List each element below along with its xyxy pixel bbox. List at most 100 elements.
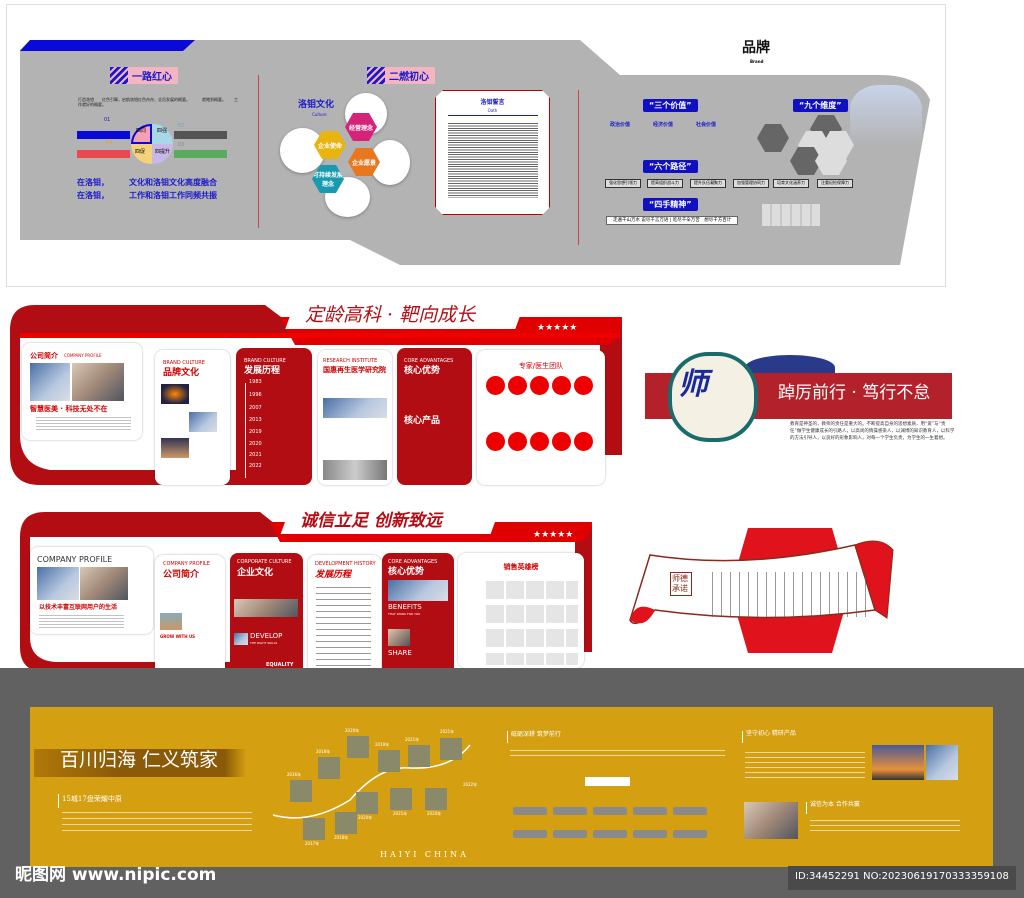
share-label: SHARE	[388, 649, 412, 657]
timeline-photo	[425, 788, 447, 810]
haiyi-china-label: HAIYI CHINA	[380, 850, 469, 859]
wheel-bar-3	[174, 150, 227, 158]
card-heading-en: BRAND CULTURE	[244, 358, 286, 364]
org-chart-head	[585, 777, 630, 786]
card-heading-en: COMPANY PROFILE	[64, 353, 102, 358]
oath-title: 洛钼誓言	[480, 99, 505, 106]
wheel-bar-4	[77, 150, 130, 158]
value-political: 政治价值	[610, 122, 631, 128]
id-box	[788, 866, 1016, 890]
culture-title: 洛钼文化	[298, 100, 335, 110]
year: 1996	[249, 392, 262, 398]
card-heading-en: BRAND CULTURE	[163, 360, 205, 366]
oath-text	[448, 123, 538, 198]
timeline-photo	[347, 736, 369, 758]
gold-subtitle: 15城17盘荣耀中原	[62, 795, 122, 803]
card-heading-en: COMPANY PROFILE	[163, 561, 210, 567]
timeline-photo	[356, 792, 378, 814]
year: 2013	[249, 417, 262, 423]
slogan-2: 在洛钼， 工作和洛钼工作同频共振	[77, 191, 217, 200]
wheel-n1: 01	[104, 117, 111, 123]
three-values-heading: “三个价值”	[643, 99, 698, 113]
four-spirit-heading: “四手精神”	[643, 198, 698, 212]
body-text	[36, 417, 131, 431]
card-heading-en: CORE ADVANTAGES	[388, 559, 438, 565]
divider	[578, 90, 579, 245]
photo	[189, 412, 217, 432]
card-heading: 公司简介	[30, 352, 58, 360]
wheel-n3: 03	[178, 142, 185, 148]
timeline-year: 2016年	[287, 772, 302, 777]
research-institute-card: RESEARCH INSTITUTE 国惠再生医学研究院	[318, 350, 392, 485]
section-intro: 打造洛钼 红色引擎，启航洛钼红色舟舟，全员发展的概要。 就睹到概要。 工作就好的…	[78, 97, 238, 107]
hex-business-philosophy: 经营理念	[345, 113, 377, 141]
core-advantages-card: CORE ADVANTAGES 核心优势 BENEFITS THAT WORK …	[382, 553, 454, 680]
timeline-year: 2021年	[440, 729, 455, 734]
corporate-culture-card: CORPORATE CULTURE 企业文化 DEVELOP THE RIGHT…	[230, 553, 303, 680]
photo	[161, 438, 189, 458]
hex-vision: 企业愿景	[348, 148, 380, 176]
handshake-photo	[72, 363, 124, 401]
city-building-icon	[762, 204, 820, 226]
body-text	[39, 615, 124, 629]
timeline-year: 2020年	[358, 815, 373, 820]
shide-logo-text: 师	[678, 367, 708, 402]
scroll-text	[712, 572, 872, 617]
photo	[160, 613, 182, 630]
wheel-n4: 04	[106, 140, 113, 146]
develop-sub: THE RIGHT SKILLS	[250, 641, 278, 645]
body-text	[510, 750, 725, 760]
card-heading: 核心产品	[404, 416, 441, 426]
sales-heroes-card: 销售英雄榜	[458, 553, 584, 668]
card-heading: 销售英雄榜	[503, 563, 539, 571]
path-item: 提高组织战斗力	[647, 179, 683, 188]
photo	[388, 580, 448, 601]
timeline-year: 2020年	[345, 728, 360, 733]
sunset-photo	[872, 745, 924, 780]
handshake-photo	[744, 802, 798, 839]
body-text	[745, 752, 865, 782]
oath-card: 洛钼誓言 Oath	[435, 90, 550, 215]
path-item: 提升队伍凝聚力	[690, 179, 726, 188]
wheel-bar-1	[77, 131, 130, 139]
timeline-photo	[318, 757, 340, 779]
timeline-year: 2021年	[393, 811, 408, 816]
year: 1983	[249, 379, 262, 385]
right-title-1: 坚守初心 精研产品	[746, 730, 796, 737]
card-heading-en: CORPORATE CULTURE	[237, 559, 292, 565]
timeline-year: 2022年	[463, 782, 478, 787]
six-paths-heading: “六个路径”	[643, 160, 698, 174]
benefits-label: BENEFITS	[388, 603, 422, 611]
year: 2022	[249, 463, 262, 469]
site-watermark: 昵图网 www.nipic.com	[15, 865, 217, 885]
card-heading: 发展历程	[315, 570, 352, 580]
value-economic: 经济价值	[653, 122, 674, 128]
card-heading-en: DEVELOPMENT HISTORY	[315, 561, 376, 567]
body-text	[810, 820, 960, 835]
timeline-photo	[290, 780, 312, 802]
hex-sustainability: 可持续发展理念	[312, 165, 344, 193]
card-heading: 品牌文化	[163, 368, 200, 378]
slogan-1: 在洛钼， 文化和洛钼文化高度融合	[77, 178, 217, 187]
timeline-year: 2018年	[316, 749, 331, 754]
timeline-photo	[378, 750, 400, 772]
card-heading: 公司简介	[163, 570, 200, 580]
value-social: 社会价值	[696, 122, 717, 128]
culture-sub: Culture	[312, 112, 327, 117]
image-id: ID:34452291 NO:20230619170333359108	[795, 871, 1009, 882]
right-title-2: 诚信为本 合作共赢	[810, 801, 860, 808]
hex-mission: 企业使命	[314, 131, 346, 159]
shide-text: 教育是神圣的，教师的责任是重大的。不断提高自身的思想素质，用“爱”与“责任”做学…	[790, 422, 955, 441]
photo	[323, 398, 387, 418]
hero-photo-grid	[486, 581, 578, 665]
timeline-curve	[272, 744, 471, 819]
gold-title: 百川归海 仁义筑家	[60, 749, 219, 771]
equality-label: EQUALITY	[266, 662, 294, 668]
timeline-year: 2018年	[334, 835, 349, 840]
year: 2020	[249, 441, 262, 447]
company-profile-card-2: COMPANY PROFILE 公司简介 GROW WITH US	[155, 555, 225, 680]
year: 2021	[249, 452, 262, 458]
path-item: 培育文化涵养力	[773, 179, 809, 188]
section-title-erran: 二燃初心	[367, 67, 435, 84]
brand-sub: Brand	[750, 59, 764, 64]
